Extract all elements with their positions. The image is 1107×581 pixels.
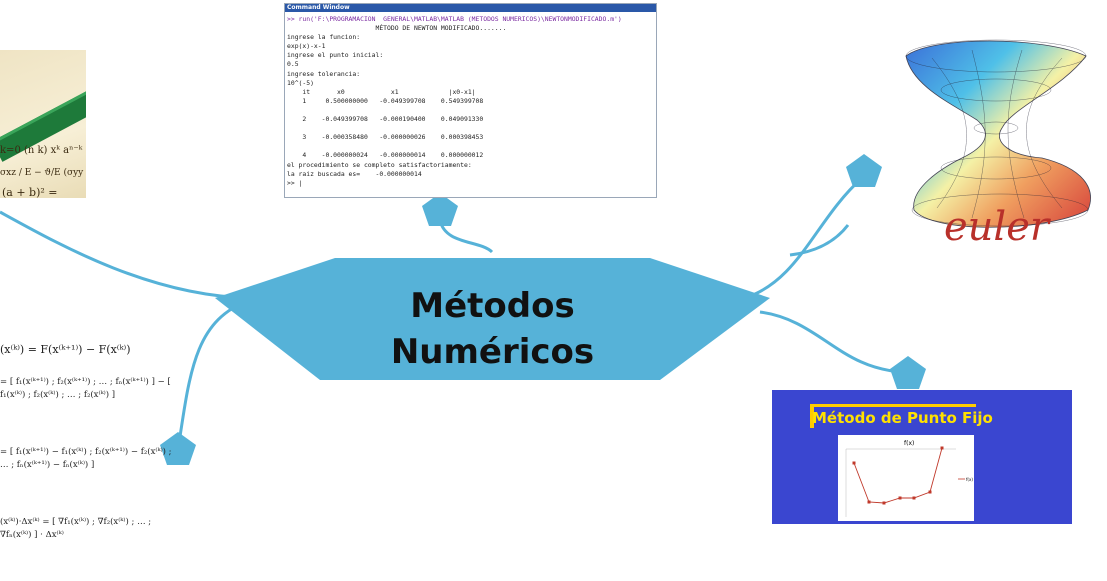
- euler-logo-text: euler: [944, 204, 1052, 250]
- equation-vector-difference: = [ f₁(x⁽ᵏ⁺¹⁾) ; f₂(x⁽ᵏ⁺¹⁾) ; … ; fₙ(x⁽ᵏ…: [0, 377, 171, 400]
- chart-point: [928, 490, 932, 494]
- command-window-line: [287, 106, 654, 115]
- formula-binomial: k=0 (n k) xᵏ aⁿ⁻ᵏ: [0, 145, 83, 156]
- command-window-line: 2 -0.049399708 -0.000190400 0.049091330: [287, 115, 484, 124]
- chart-legend-label: f(x): [966, 477, 973, 482]
- chart-point: [882, 501, 886, 505]
- punto-fijo-accent-bar-vertical: [810, 404, 814, 428]
- central-title-line1: Métodos: [410, 286, 575, 326]
- node-hex-right: [890, 356, 926, 389]
- chart-point: [867, 500, 871, 504]
- command-window-titlebar: Command Window: [285, 4, 656, 12]
- punto-fijo-accent-bar: [810, 404, 976, 407]
- connector-topleft: [0, 210, 251, 300]
- command-window-line: MÉTODO DE NEWTON MODIFICADO.......: [287, 24, 507, 33]
- chart-point: [898, 496, 902, 500]
- command-window-line: 10^(-5): [287, 78, 314, 87]
- chart-point: [852, 461, 856, 465]
- command-window-line: 4 -0.000000024 -0.000000014 0.000000012: [287, 151, 484, 160]
- command-window-line: el procedimiento se completo satisfactor…: [287, 160, 472, 169]
- command-window-line: [287, 142, 654, 151]
- command-window-line: ingrese la funcion:: [287, 33, 361, 42]
- chart-point: [940, 446, 944, 450]
- central-topic[interactable]: Métodos Numéricos: [215, 258, 770, 380]
- equation-gradient: (x⁽ᵏ⁾)·Δx⁽ᵏ⁾ = [ ∇f₁(x⁽ᵏ⁾) ; ∇f₂(x⁽ᵏ⁾) ;…: [0, 517, 152, 540]
- command-window-line: 3 -0.000358480 -0.000000026 0.000398453: [287, 133, 484, 142]
- euler-surface-image[interactable]: euler: [892, 28, 1107, 250]
- chart-point: [912, 496, 916, 500]
- chart-title: f(x): [904, 440, 914, 447]
- connector-topright: [744, 176, 864, 300]
- command-window-line: it x0 x1 |x0-x1|: [287, 87, 476, 96]
- command-window-output: >> run('F:\PROGRAMACION GENERAL\MATLAB\M…: [285, 12, 656, 191]
- connector-right: [759, 310, 906, 374]
- command-window-line: [287, 124, 654, 133]
- chart-series-line: [853, 447, 943, 504]
- command-window-line: exp(x)-x-1: [287, 42, 326, 51]
- command-window-line: 0.5: [287, 60, 299, 69]
- connector-top: [438, 219, 494, 254]
- equation-component-difference: = [ f₁(x⁽ᵏ⁺¹⁾) − f₁(x⁽ᵏ⁾) ; f₂(x⁽ᵏ⁺¹⁾) −…: [0, 447, 172, 470]
- matlab-command-window-image[interactable]: Command Window >> run('F:\PROGRAMACION G…: [284, 3, 657, 198]
- command-window-line: ingrese el punto inicial:: [287, 51, 384, 60]
- formula-square: (a + b)² =: [2, 186, 58, 198]
- punto-fijo-chart-svg: f(x) f(x): [845, 440, 973, 517]
- command-window-line: >> |: [287, 178, 303, 187]
- command-window-line: 1 0.500000000 -0.049399708 0.549399708: [287, 96, 484, 105]
- central-topic-title: Métodos Numéricos: [215, 283, 770, 375]
- node-hex-top: [422, 193, 458, 226]
- formula-stress: σxz / E − ϑ/E (σyy +: [0, 168, 86, 178]
- command-window-line: la raiz buscada es= -0.000000014: [287, 169, 422, 178]
- equation-difference: (x⁽ᵏ⁾) = F(x⁽ᵏ⁺¹⁾) − F(x⁽ᵏ⁾): [0, 343, 131, 356]
- punto-fijo-title: Método de Punto Fijo: [812, 409, 993, 427]
- punto-fijo-chart: f(x) f(x): [838, 435, 974, 521]
- connector-topright-arc: [789, 224, 850, 257]
- newton-system-equations-image[interactable]: (x⁽ᵏ⁾) = F(x⁽ᵏ⁺¹⁾) − F(x⁽ᵏ⁾) = [ f₁(x⁽ᵏ⁺…: [0, 336, 180, 581]
- punto-fijo-image[interactable]: Método de Punto Fijo f(x) f(x): [772, 390, 1072, 524]
- central-node-shape: [215, 258, 770, 380]
- node-hex-bottomleft: [160, 432, 196, 465]
- central-title-line2: Numéricos: [390, 332, 595, 372]
- command-window-line: ingrese tolerancia:: [287, 69, 361, 78]
- node-hex-topright: [846, 154, 882, 187]
- command-window-line: >> run('F:\PROGRAMACION GENERAL\MATLAB\M…: [287, 15, 622, 23]
- hyperboloid-graphic: euler: [905, 39, 1091, 250]
- formula-pencil-image[interactable]: k=0 (n k) xᵏ aⁿ⁻ᵏ σxz / E − ϑ/E (σyy + (…: [0, 50, 86, 198]
